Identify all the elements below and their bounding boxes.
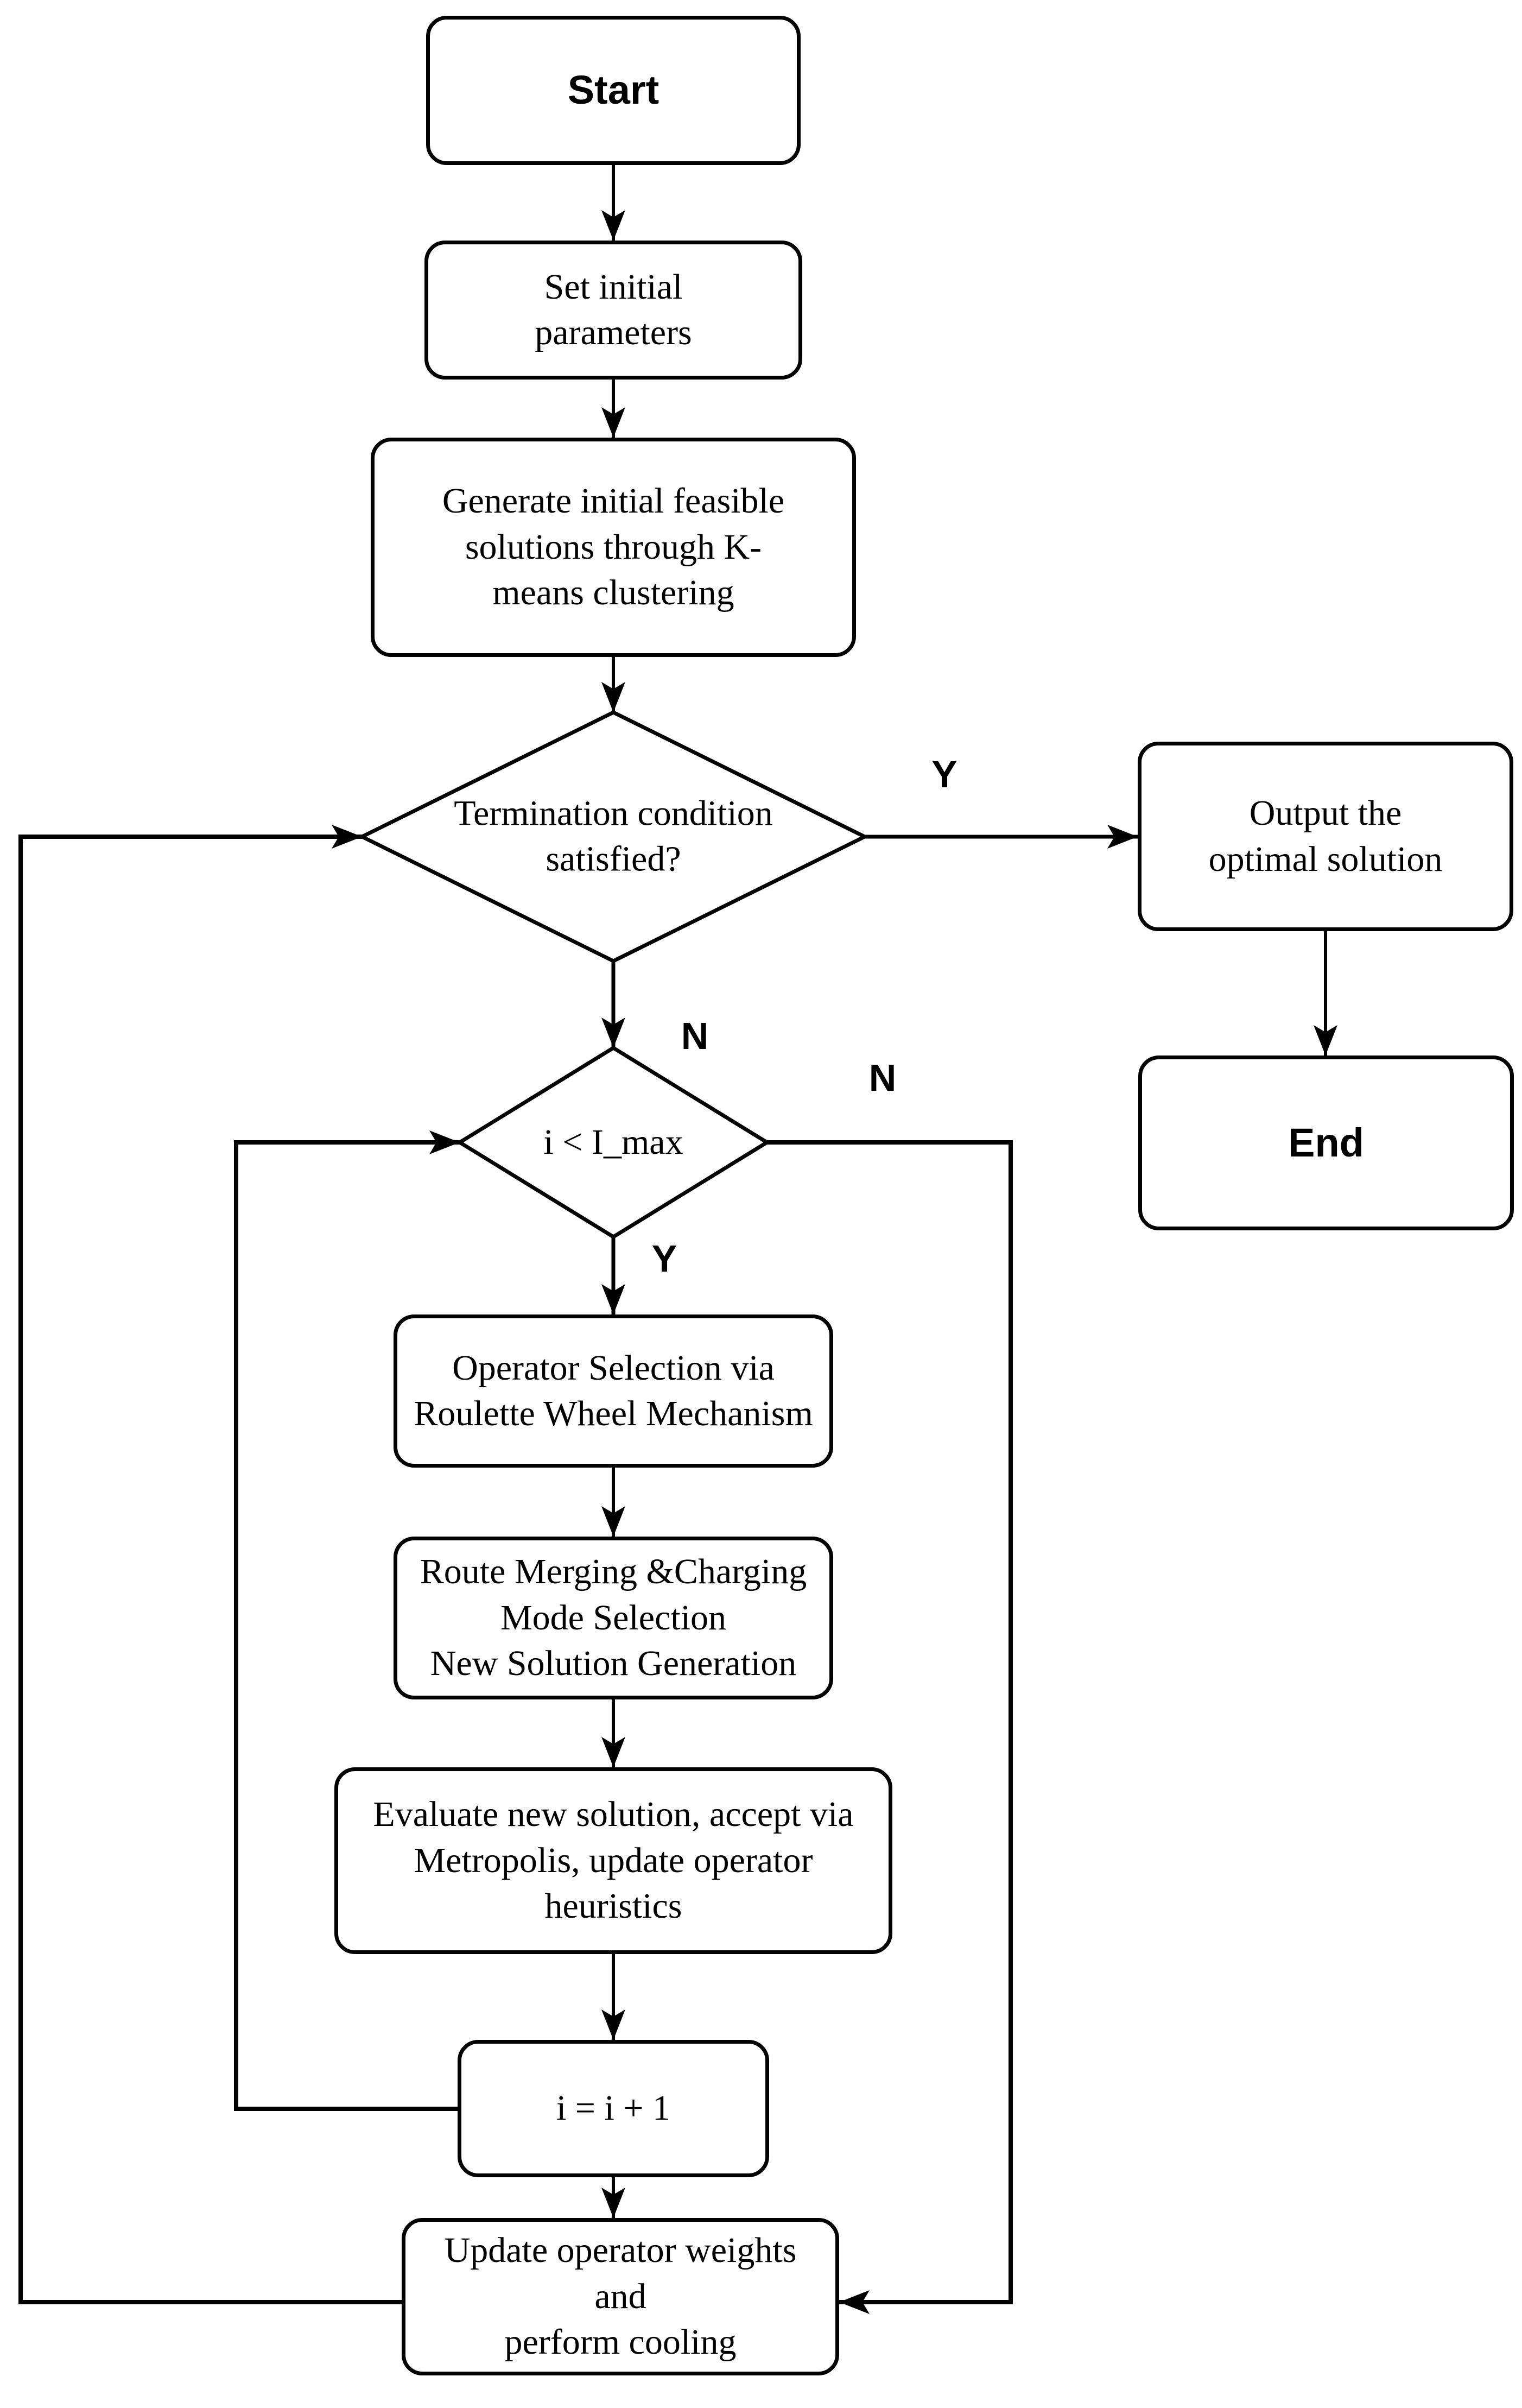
node-route-merging: Route Merging &Charging Mode Selection N… xyxy=(394,1537,833,1699)
node-end: End xyxy=(1138,1056,1514,1230)
node-output-optimal-solution: Output the optimal solution xyxy=(1138,742,1513,931)
node-increment: i = i + 1 xyxy=(458,2040,769,2177)
node-set-initial-parameters: Set initial parameters xyxy=(424,241,802,380)
node-update-weights-cooling: Update operator weights and perform cool… xyxy=(402,2218,839,2375)
termination-decision-diamond xyxy=(358,710,869,963)
node-start: Start xyxy=(426,16,801,165)
edge-increment-loop-to-iteration-check xyxy=(234,1130,460,2111)
edge-iteration-no-to-update-cooling xyxy=(767,1140,1013,2314)
iteration-no-label: N xyxy=(865,1058,900,1098)
node-evaluate-solution: Evaluate new solution, accept via Metrop… xyxy=(334,1767,892,1954)
termination-yes-label: Y xyxy=(928,754,961,794)
node-generate-initial-solutions: Generate initial feasible solutions thro… xyxy=(371,438,856,657)
iteration-check-label: i < I_max xyxy=(543,1122,683,1162)
edge-update-cooling-loop-to-termination xyxy=(18,825,402,2304)
termination-no-label: N xyxy=(677,1016,712,1056)
iteration-check-diamond xyxy=(456,1045,771,1240)
iteration-yes-label: Y xyxy=(648,1238,681,1279)
node-operator-selection: Operator Selection via Roulette Wheel Me… xyxy=(394,1314,833,1468)
termination-decision-label: Termination condition satisfied? xyxy=(454,793,773,879)
